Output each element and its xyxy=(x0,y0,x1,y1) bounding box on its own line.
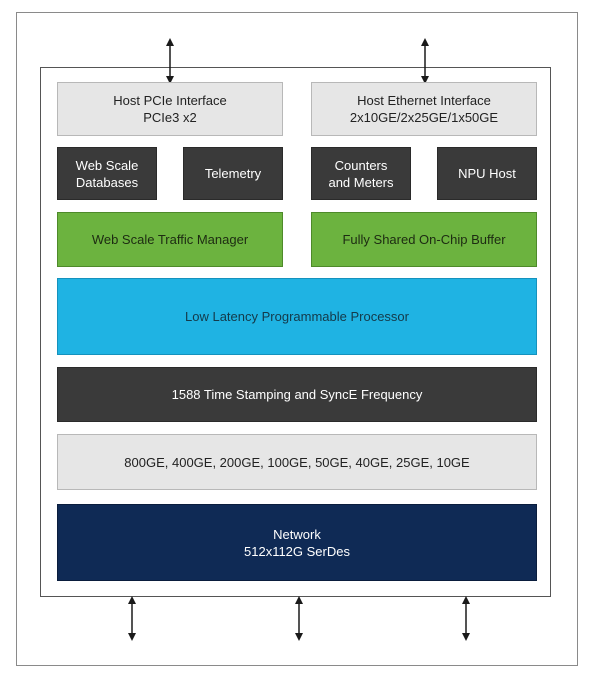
host-ethernet-title: Host Ethernet Interface xyxy=(357,93,491,108)
counters-line2: and Meters xyxy=(328,174,394,190)
network-title: Network xyxy=(273,526,321,542)
onchip-buffer-block: Fully Shared On-Chip Buffer xyxy=(311,212,537,267)
npu-host-block: NPU Host xyxy=(437,147,537,200)
network-detail: 512x112G SerDes xyxy=(244,543,350,559)
web-scale-databases-line1: Web Scale xyxy=(75,157,139,173)
counters-line1: Counters xyxy=(334,157,388,173)
telemetry-label: Telemetry xyxy=(204,166,262,181)
programmable-processor-block: Low Latency Programmable Processor xyxy=(57,278,537,355)
host-pcie-interface-block: Host PCIe Interface PCIe3 x2 xyxy=(57,82,283,136)
port-speeds-block: 800GE, 400GE, 200GE, 100GE, 50GE, 40GE, … xyxy=(57,434,537,490)
timestamping-label: 1588 Time Stamping and SyncE Frequency xyxy=(171,387,423,402)
timestamping-block: 1588 Time Stamping and SyncE Frequency xyxy=(57,367,537,422)
traffic-manager-block: Web Scale Traffic Manager xyxy=(57,212,283,267)
traffic-manager-label: Web Scale Traffic Manager xyxy=(91,232,249,247)
programmable-processor-label: Low Latency Programmable Processor xyxy=(185,309,409,324)
network-serdes-block: Network 512x112G SerDes xyxy=(57,504,537,581)
port-speeds-label: 800GE, 400GE, 200GE, 100GE, 50GE, 40GE, … xyxy=(124,454,470,470)
counters-meters-block: Counters and Meters xyxy=(311,147,411,200)
onchip-buffer-label: Fully Shared On-Chip Buffer xyxy=(342,232,506,247)
telemetry-block: Telemetry xyxy=(183,147,283,200)
host-ethernet-detail: 2x10GE/2x25GE/1x50GE xyxy=(349,110,499,125)
web-scale-databases-block: Web Scale Databases xyxy=(57,147,157,200)
host-pcie-detail: PCIe3 x2 xyxy=(143,110,197,125)
host-ethernet-interface-block: Host Ethernet Interface 2x10GE/2x25GE/1x… xyxy=(311,82,537,136)
host-pcie-title: Host PCIe Interface xyxy=(113,93,227,108)
web-scale-databases-line2: Databases xyxy=(75,174,139,190)
npu-host-label: NPU Host xyxy=(458,166,516,181)
